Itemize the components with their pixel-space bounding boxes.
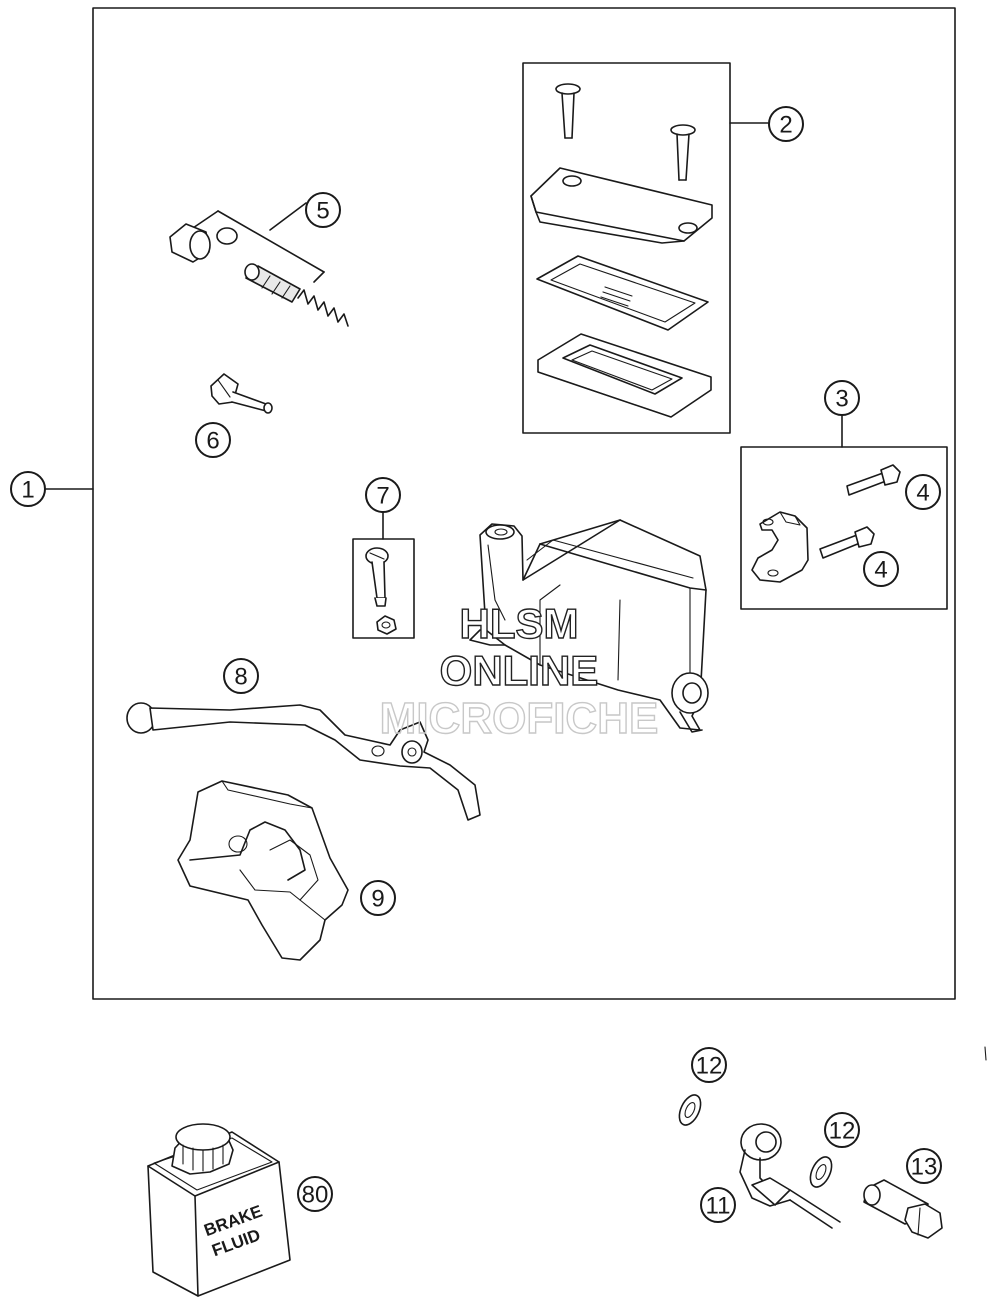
- master-cylinder-body: [469, 519, 709, 733]
- reservoir-gasket: [536, 255, 709, 331]
- callout-12: 12: [824, 1112, 860, 1148]
- brake-lever: [126, 702, 481, 821]
- cover-screw: [555, 83, 581, 139]
- svg-text:4: 4: [874, 557, 887, 584]
- svg-text:7: 7: [376, 483, 389, 510]
- banjo-washer: [678, 1094, 702, 1126]
- piston-kit: [169, 202, 349, 327]
- callout-80: 80: [297, 1176, 333, 1212]
- svg-text:12: 12: [829, 1118, 856, 1145]
- svg-text:9: 9: [371, 886, 384, 913]
- callout-7: 7: [365, 477, 401, 513]
- svg-text:4: 4: [916, 480, 929, 507]
- watermark-line3: MICROFICHE: [380, 694, 659, 743]
- watermark-line1: HLSM: [460, 600, 579, 647]
- brake-hose-fitting: [739, 1123, 841, 1229]
- callout-13: 13: [906, 1148, 942, 1184]
- lever-protector: [177, 780, 349, 961]
- callout-6: 6: [195, 422, 231, 458]
- clamp-bolt: [819, 526, 875, 559]
- edge-mark: [984, 1046, 987, 1061]
- handlebar-clamp: [751, 511, 809, 583]
- svg-text:8: 8: [234, 664, 247, 691]
- callout-3: 3: [824, 380, 860, 416]
- brake-fluid-can: BRAKE FLUID: [147, 1123, 291, 1297]
- adjuster-screw: [210, 373, 273, 414]
- circlip: [216, 227, 238, 245]
- piston-boot: [169, 223, 211, 263]
- callout-12: 12: [691, 1047, 727, 1083]
- callout-4: 4: [863, 551, 899, 587]
- clamp-bolt: [846, 464, 901, 496]
- reservoir-diaphragm: [537, 333, 712, 418]
- callout-1: 1: [10, 471, 46, 507]
- svg-text:6: 6: [206, 428, 219, 455]
- piston: [244, 263, 301, 303]
- svg-text:5: 5: [316, 198, 329, 225]
- svg-text:1: 1: [21, 477, 34, 504]
- callout-8: 8: [223, 658, 259, 694]
- callout-4: 4: [905, 474, 941, 510]
- cover-screw: [670, 124, 696, 181]
- callout-11: 11: [700, 1187, 736, 1223]
- watermark: HLSM ONLINE MICROFICHE: [379, 599, 659, 743]
- pivot-bolt-kit: [352, 511, 415, 639]
- svg-text:2: 2: [779, 112, 792, 139]
- svg-text:12: 12: [696, 1053, 723, 1080]
- banjo-washer: [809, 1156, 833, 1188]
- banjo-bolt: [863, 1179, 943, 1239]
- callout-2: 2: [768, 106, 804, 142]
- svg-text:13: 13: [911, 1154, 938, 1181]
- watermark-line2: ONLINE: [440, 647, 599, 694]
- svg-text:80: 80: [302, 1182, 329, 1209]
- piston-spring: [297, 289, 349, 327]
- svg-text:11: 11: [706, 1193, 731, 1220]
- svg-text:3: 3: [835, 386, 848, 413]
- callout-5: 5: [305, 192, 341, 228]
- clamp-kit: [740, 414, 948, 610]
- reservoir-lid: [530, 167, 713, 244]
- assembly-frame: [92, 7, 956, 1000]
- reservoir-cover-kit: [522, 62, 769, 434]
- callout-9: 9: [360, 880, 396, 916]
